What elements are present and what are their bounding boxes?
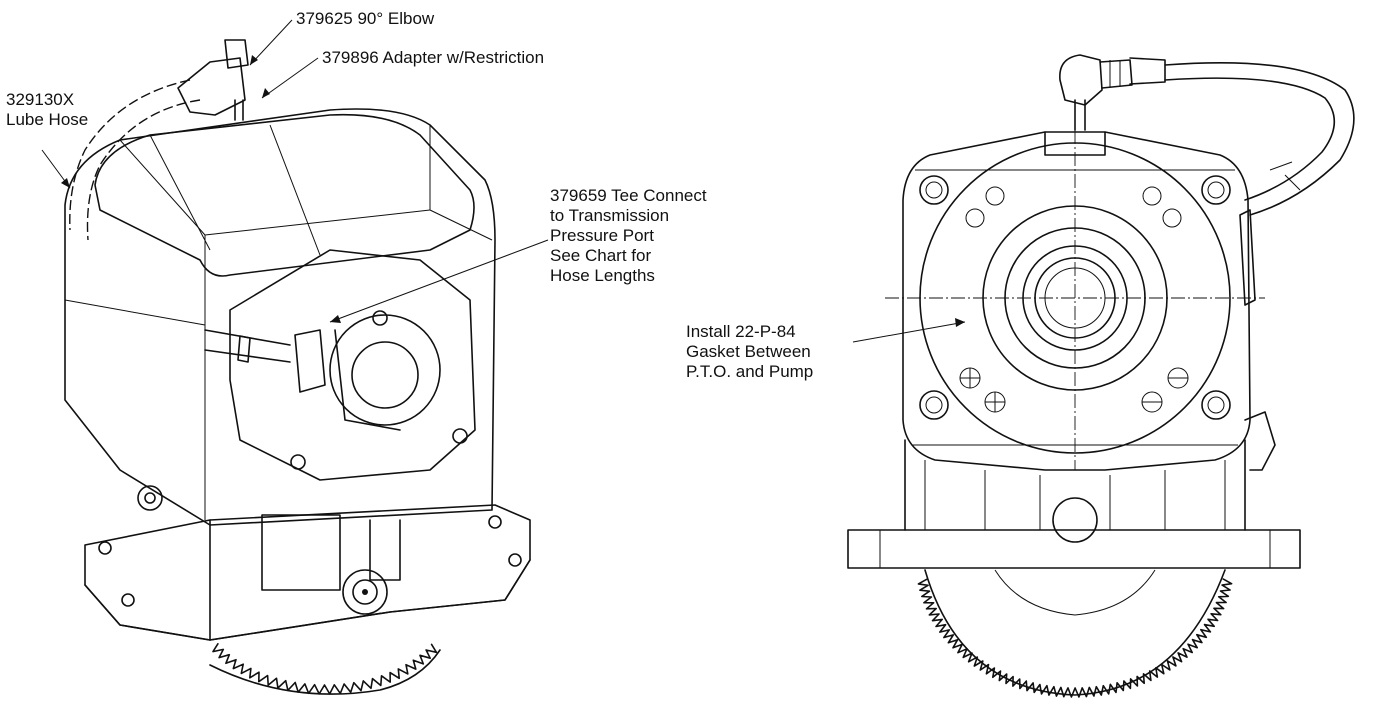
left-top-cover: [94, 113, 475, 277]
callout-gasket-line-3: P.T.O. and Pump: [686, 362, 814, 381]
left-tee-connector: [204, 329, 326, 393]
callout-lube-hose-line-2: Lube Hose: [6, 110, 89, 129]
right-front-housing: [902, 131, 1251, 471]
left-pump-body: [137, 249, 476, 615]
right-base-plate: [847, 529, 1301, 569]
left-pto-assembly: [64, 39, 531, 695]
left-housing: [64, 108, 496, 526]
right-gear-teeth: [917, 578, 1233, 698]
left-ring-gear: [209, 649, 441, 695]
left-gear-teeth: [212, 643, 438, 695]
callout-elbow: 379625 90° Elbow: [296, 9, 434, 29]
callout-adapter: 379896 Adapter w/Restriction: [322, 48, 544, 68]
right-pto-assembly: [847, 54, 1355, 698]
left-base-flange: [84, 504, 531, 641]
left-elbow-adapter: [177, 39, 249, 121]
right-lower-housing: [904, 439, 1246, 531]
callout-tee-line-4: See Chart for: [550, 246, 652, 265]
callout-gasket-line-1: Install 22-P-84: [686, 322, 796, 341]
callout-tee: 379659 Tee Connect to Transmission Press…: [550, 186, 707, 286]
left-lube-hose: [69, 79, 191, 231]
leader-lines: [41, 19, 966, 343]
gear-tooth-row: [212, 643, 438, 695]
callout-elbow-line: 379625 90° Elbow: [296, 9, 435, 28]
callout-gasket-line-2: Gasket Between: [686, 342, 811, 361]
right-lube-hose: [1164, 61, 1355, 216]
callout-lube-hose-line-1: 329130X: [6, 90, 75, 109]
callout-tee-line-2: to Transmission: [550, 206, 670, 225]
callout-tee-line-1: 379659 Tee Connect: [550, 186, 707, 205]
callout-tee-line-3: Pressure Port: [550, 226, 654, 245]
callout-lube-hose: 329130X Lube Hose: [6, 90, 88, 130]
callout-adapter-line: 379896 Adapter w/Restriction: [322, 48, 545, 67]
gear-tooth-row: [917, 578, 1233, 698]
callout-gasket: Install 22-P-84 Gasket Between P.T.O. an…: [686, 322, 813, 382]
right-elbow-fitting: [1059, 54, 1166, 131]
right-ring-gear: [924, 569, 1226, 696]
callout-tee-line-5: Hose Lengths: [550, 266, 655, 285]
